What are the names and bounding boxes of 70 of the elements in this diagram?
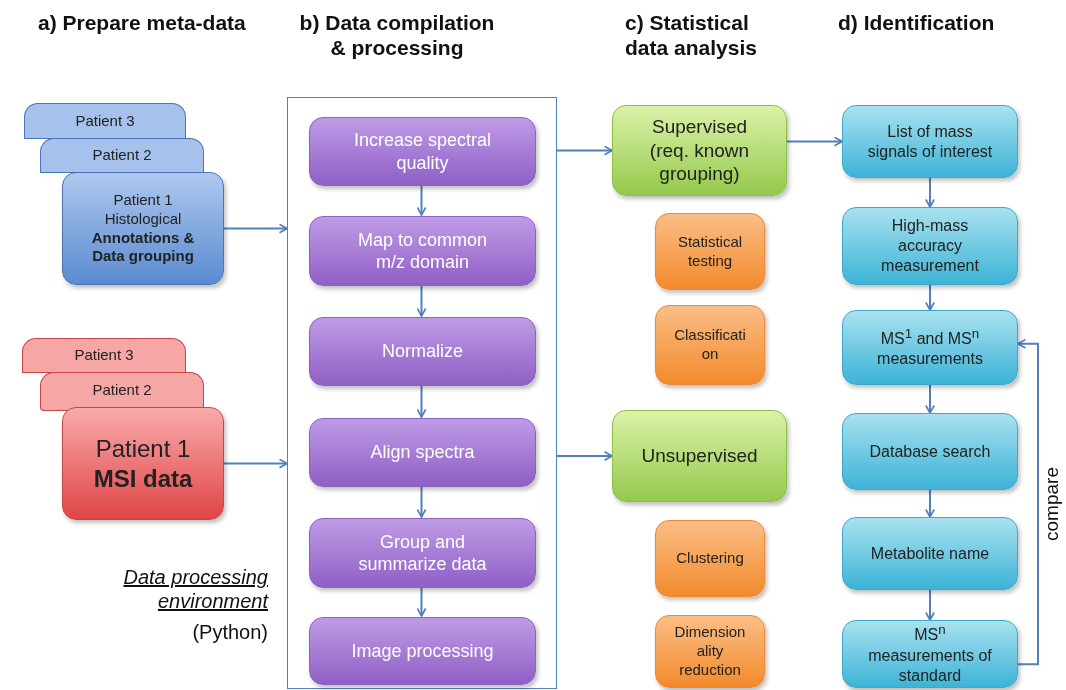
- node-text: Patient 1 MSI data: [92, 433, 194, 494]
- note-text: Data processing environment: [122, 565, 268, 613]
- node-text: Patient 3: [73, 346, 135, 365]
- node-text: High-mass accuracy measurement: [880, 216, 980, 276]
- node-text: Group and summarize data: [357, 530, 488, 576]
- process-box: [309, 317, 536, 386]
- node-text: Statistical testing: [676, 232, 744, 271]
- category-box: [612, 410, 787, 502]
- arrow: [925, 489, 935, 518]
- step-box: [842, 517, 1018, 590]
- process-box: [309, 216, 536, 286]
- node-text: MS$^{n}$ measurements of standard: [867, 622, 993, 686]
- node-text: Map to common m/z domain: [356, 228, 489, 274]
- process-box: [309, 518, 536, 588]
- node-text: Supervised (req. known grouping): [648, 114, 751, 187]
- arrow: [556, 145, 613, 156]
- arrow: [925, 384, 935, 414]
- node-text: Normalize: [381, 340, 464, 363]
- category-box: [612, 105, 787, 196]
- column-heading: d) Identification: [838, 10, 996, 36]
- patient-card: [24, 103, 186, 138]
- node-text: Database search: [868, 441, 992, 462]
- step-box: [842, 207, 1018, 285]
- node-text: Patient 2: [91, 146, 153, 165]
- node-text: Unsupervised: [640, 444, 759, 468]
- arrow: [416, 184, 427, 216]
- node-text: Classificati on: [673, 326, 747, 364]
- column-heading: a) Prepare meta-data: [38, 10, 247, 36]
- note-text: (Python): [191, 620, 268, 644]
- process-box: [309, 617, 536, 685]
- node-text: MS$^{1}$ and MS$^{n}$ measurements: [876, 325, 984, 370]
- node-text: List of mass signals of interest: [866, 121, 994, 162]
- method-box: [655, 305, 765, 385]
- node-text: Dimension ality reduction: [673, 623, 747, 680]
- method-box: [655, 520, 765, 597]
- step-box: [842, 413, 1018, 490]
- process-box: [309, 117, 536, 186]
- arrow: [925, 589, 935, 621]
- node-text: Metabolite name: [869, 543, 991, 564]
- patient-card: [62, 407, 224, 520]
- step-box: [842, 105, 1018, 178]
- arrow: [416, 284, 427, 317]
- method-box: [655, 615, 765, 688]
- patient-card: [40, 138, 204, 172]
- node-text: Increase spectral quality: [352, 129, 493, 174]
- step-box: [842, 310, 1018, 385]
- arrow: [556, 451, 613, 461]
- arrow: [925, 284, 935, 311]
- arrow: [786, 136, 843, 147]
- step-box: [842, 620, 1018, 688]
- node-text: Patient 1 Histological Annotations & Data grouping: [90, 191, 196, 266]
- column-heading: b) Data compilation & processing: [298, 10, 496, 61]
- arrow: [416, 485, 427, 518]
- node-text: Patient 3: [74, 111, 136, 131]
- patient-card: [22, 338, 186, 372]
- arrow: [416, 586, 427, 617]
- method-box: [655, 213, 765, 290]
- arrow: [925, 177, 935, 208]
- arrow: [416, 384, 427, 418]
- stage-frame: [287, 97, 557, 689]
- arrow: [1017, 338, 1039, 666]
- node-text: Clustering: [675, 549, 745, 568]
- patient-card: [62, 172, 224, 285]
- column-heading: c) Statistical data analysis: [625, 10, 758, 61]
- process-box: [309, 418, 536, 487]
- arrow: [223, 223, 288, 234]
- node-text: Image processing: [350, 639, 495, 663]
- node-text: Patient 2: [91, 380, 153, 400]
- arrow: [223, 458, 288, 469]
- node-text: Align spectra: [369, 441, 476, 464]
